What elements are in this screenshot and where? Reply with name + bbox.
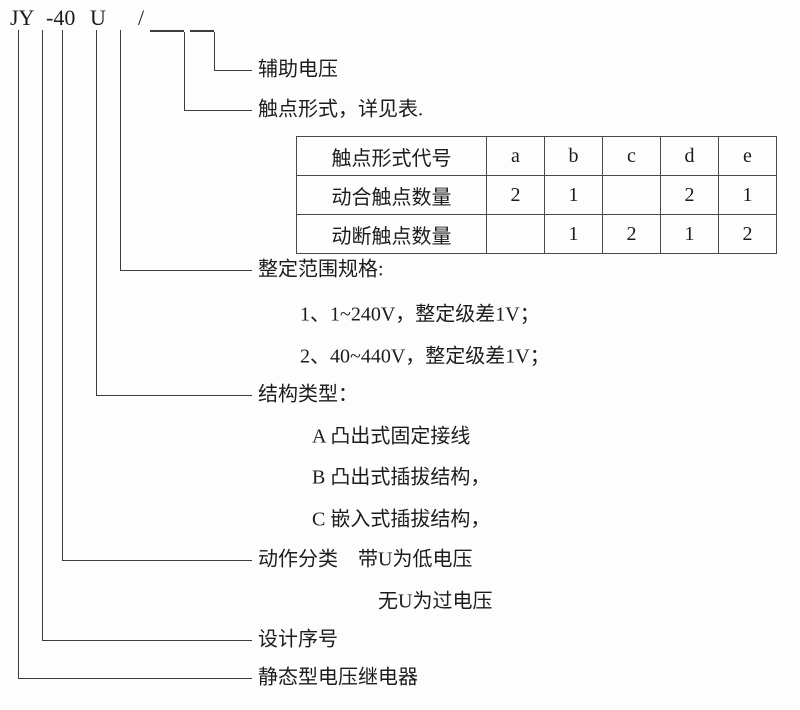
label-action-class: 动作分类 带U为低电压 (258, 548, 473, 571)
connector-setting-range (120, 270, 252, 271)
table-cell: 2 (660, 175, 719, 215)
label-setting-range-item2: 2、40~440V，整定级差1V； (300, 345, 550, 368)
leader-line-relay-name (18, 30, 19, 678)
model-code-40: -40 (46, 5, 76, 30)
connector-action-class (62, 560, 252, 561)
connector-relay-name (18, 678, 252, 679)
leader-line-design-serial (42, 30, 43, 640)
table-row: 触点形式代号 a b c d e (296, 136, 777, 176)
model-code-jy: JY (10, 5, 35, 30)
position-tick-aux-voltage (190, 30, 214, 32)
table-cell: b (544, 136, 603, 176)
table-cell: e (718, 136, 777, 176)
table-cell: 动断触点数量 (296, 214, 487, 254)
table-row: 动合触点数量 2 1 2 1 (296, 175, 777, 215)
label-design-serial: 设计序号 (258, 628, 338, 651)
table-cell: 2 (602, 214, 661, 254)
table-cell: d (660, 136, 719, 176)
connector-design-serial (42, 640, 252, 641)
table-cell: 动合触点数量 (296, 175, 487, 215)
table-row: 动断触点数量 1 2 1 2 (296, 214, 777, 254)
position-tick-contact-form (150, 30, 184, 32)
table-cell (602, 175, 661, 215)
table-cell: 1 (544, 214, 603, 254)
label-contact-form: 触点形式，详见表. (258, 98, 423, 121)
table-cell: 触点形式代号 (296, 136, 487, 176)
label-setting-range-item1: 1、1~240V，整定级差1V； (300, 303, 540, 326)
table-cell: 2 (486, 175, 545, 215)
table-cell (486, 214, 545, 254)
table-cell: 1 (718, 175, 777, 215)
label-structure-a: A 凸出式固定接线 (312, 425, 471, 448)
label-action-class-alt: 无U为过电压 (378, 590, 493, 613)
model-code-u: U (90, 5, 106, 30)
leader-line-action-class (62, 30, 63, 560)
table-cell: a (486, 136, 545, 176)
leader-line-structure (96, 30, 97, 395)
label-structure-b: B 凸出式插拔结构， (312, 466, 491, 489)
connector-aux-voltage (214, 70, 252, 71)
model-code-slash: / (138, 5, 145, 30)
contact-form-table: 触点形式代号 a b c d e 动合触点数量 2 1 2 1 动断触点数量 1… (296, 136, 777, 254)
label-structure-c: C 嵌入式插拔结构， (312, 508, 491, 531)
leader-line-setting-range (120, 30, 121, 270)
leader-line-contact-form (184, 32, 185, 110)
label-structure-type: 结构类型： (258, 383, 358, 406)
connector-structure (96, 395, 252, 396)
table-cell: 1 (544, 175, 603, 215)
label-setting-range: 整定范围规格: (258, 258, 384, 281)
table-cell: c (602, 136, 661, 176)
connector-contact-form (184, 110, 252, 111)
table-cell: 2 (718, 214, 777, 254)
table-cell: 1 (660, 214, 719, 254)
label-aux-voltage: 辅助电压 (258, 58, 338, 81)
leader-line-aux-voltage (214, 32, 215, 70)
label-relay-name: 静态型电压继电器 (258, 666, 418, 689)
